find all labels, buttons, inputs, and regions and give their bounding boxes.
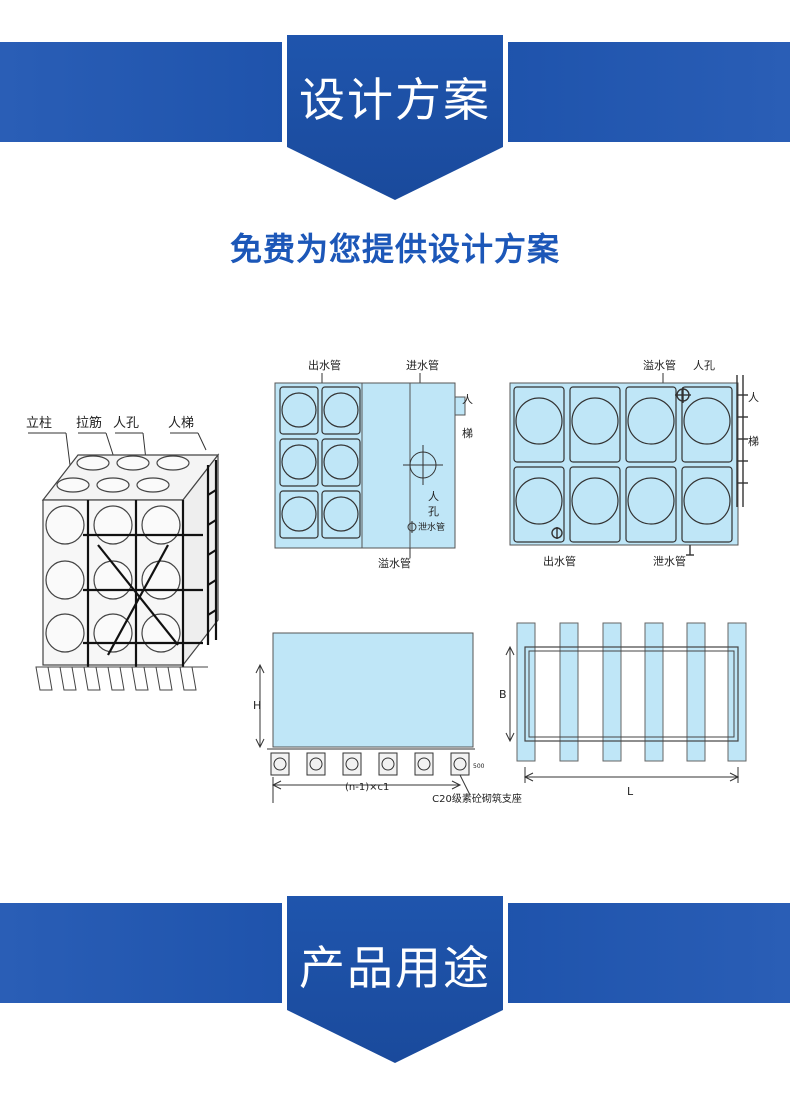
label-manhole-1: 人 [428,490,439,503]
label-ladder: 人梯 [168,416,194,431]
small-note: 500 [473,763,485,770]
label-ladder-2: 梯 [748,435,759,448]
label-drain-pipe: 泄水管 [653,554,686,568]
label-overflow-pipe: 溢水管 [378,556,411,570]
width-label: B [499,688,507,701]
label-manhole-2: 孔 [428,505,439,518]
banner-shape [0,30,790,206]
label-ladder-1: 人 [462,393,473,406]
base-note: C20级素砼砌筑支座 [432,792,522,805]
label-tie-bar: 拉筋 [76,415,102,431]
spacing-label: (n-1)×c1 [345,782,389,793]
plan-view-diagram-2: 溢水管 人孔 人 梯 出水管 泄水管 [509,358,759,568]
label-manhole: 人孔 [693,359,715,372]
header-banner: 设计方案 [0,0,790,210]
label-overflow-pipe: 溢水管 [643,358,676,372]
length-label: L [627,785,634,798]
label-inlet-pipe: 进水管 [406,358,439,372]
label-ladder-2: 梯 [462,427,473,440]
label-outlet-pipe: 出水管 [543,554,576,568]
elevation-diagram: H 500 (n-1)×c1 C20级素砼砌筑支座 [253,632,522,805]
isometric-tank-diagram: 立柱 拉筋 人孔 人梯 [26,415,220,691]
plan-view-diagram-1: 出水管 进水管 人 梯 人 孔 泄水管 溢水管 [274,358,473,570]
banner-shape [0,891,790,1069]
label-ladder-1: 人 [748,391,759,404]
label-drain-pipe: 泄水管 [418,521,445,533]
label-manhole: 人孔 [113,416,139,431]
label-outlet-pipe: 出水管 [308,358,341,372]
banner-title: 设计方案 [299,73,491,127]
subtitle: 免费为您提供设计方案 [229,230,560,268]
label-column: 立柱 [26,416,52,431]
base-plan-diagram: B L [499,622,747,798]
height-label: H [253,699,261,712]
section-banner-usage: 产品用途 [0,885,790,1106]
banner-title: 产品用途 [299,941,491,995]
